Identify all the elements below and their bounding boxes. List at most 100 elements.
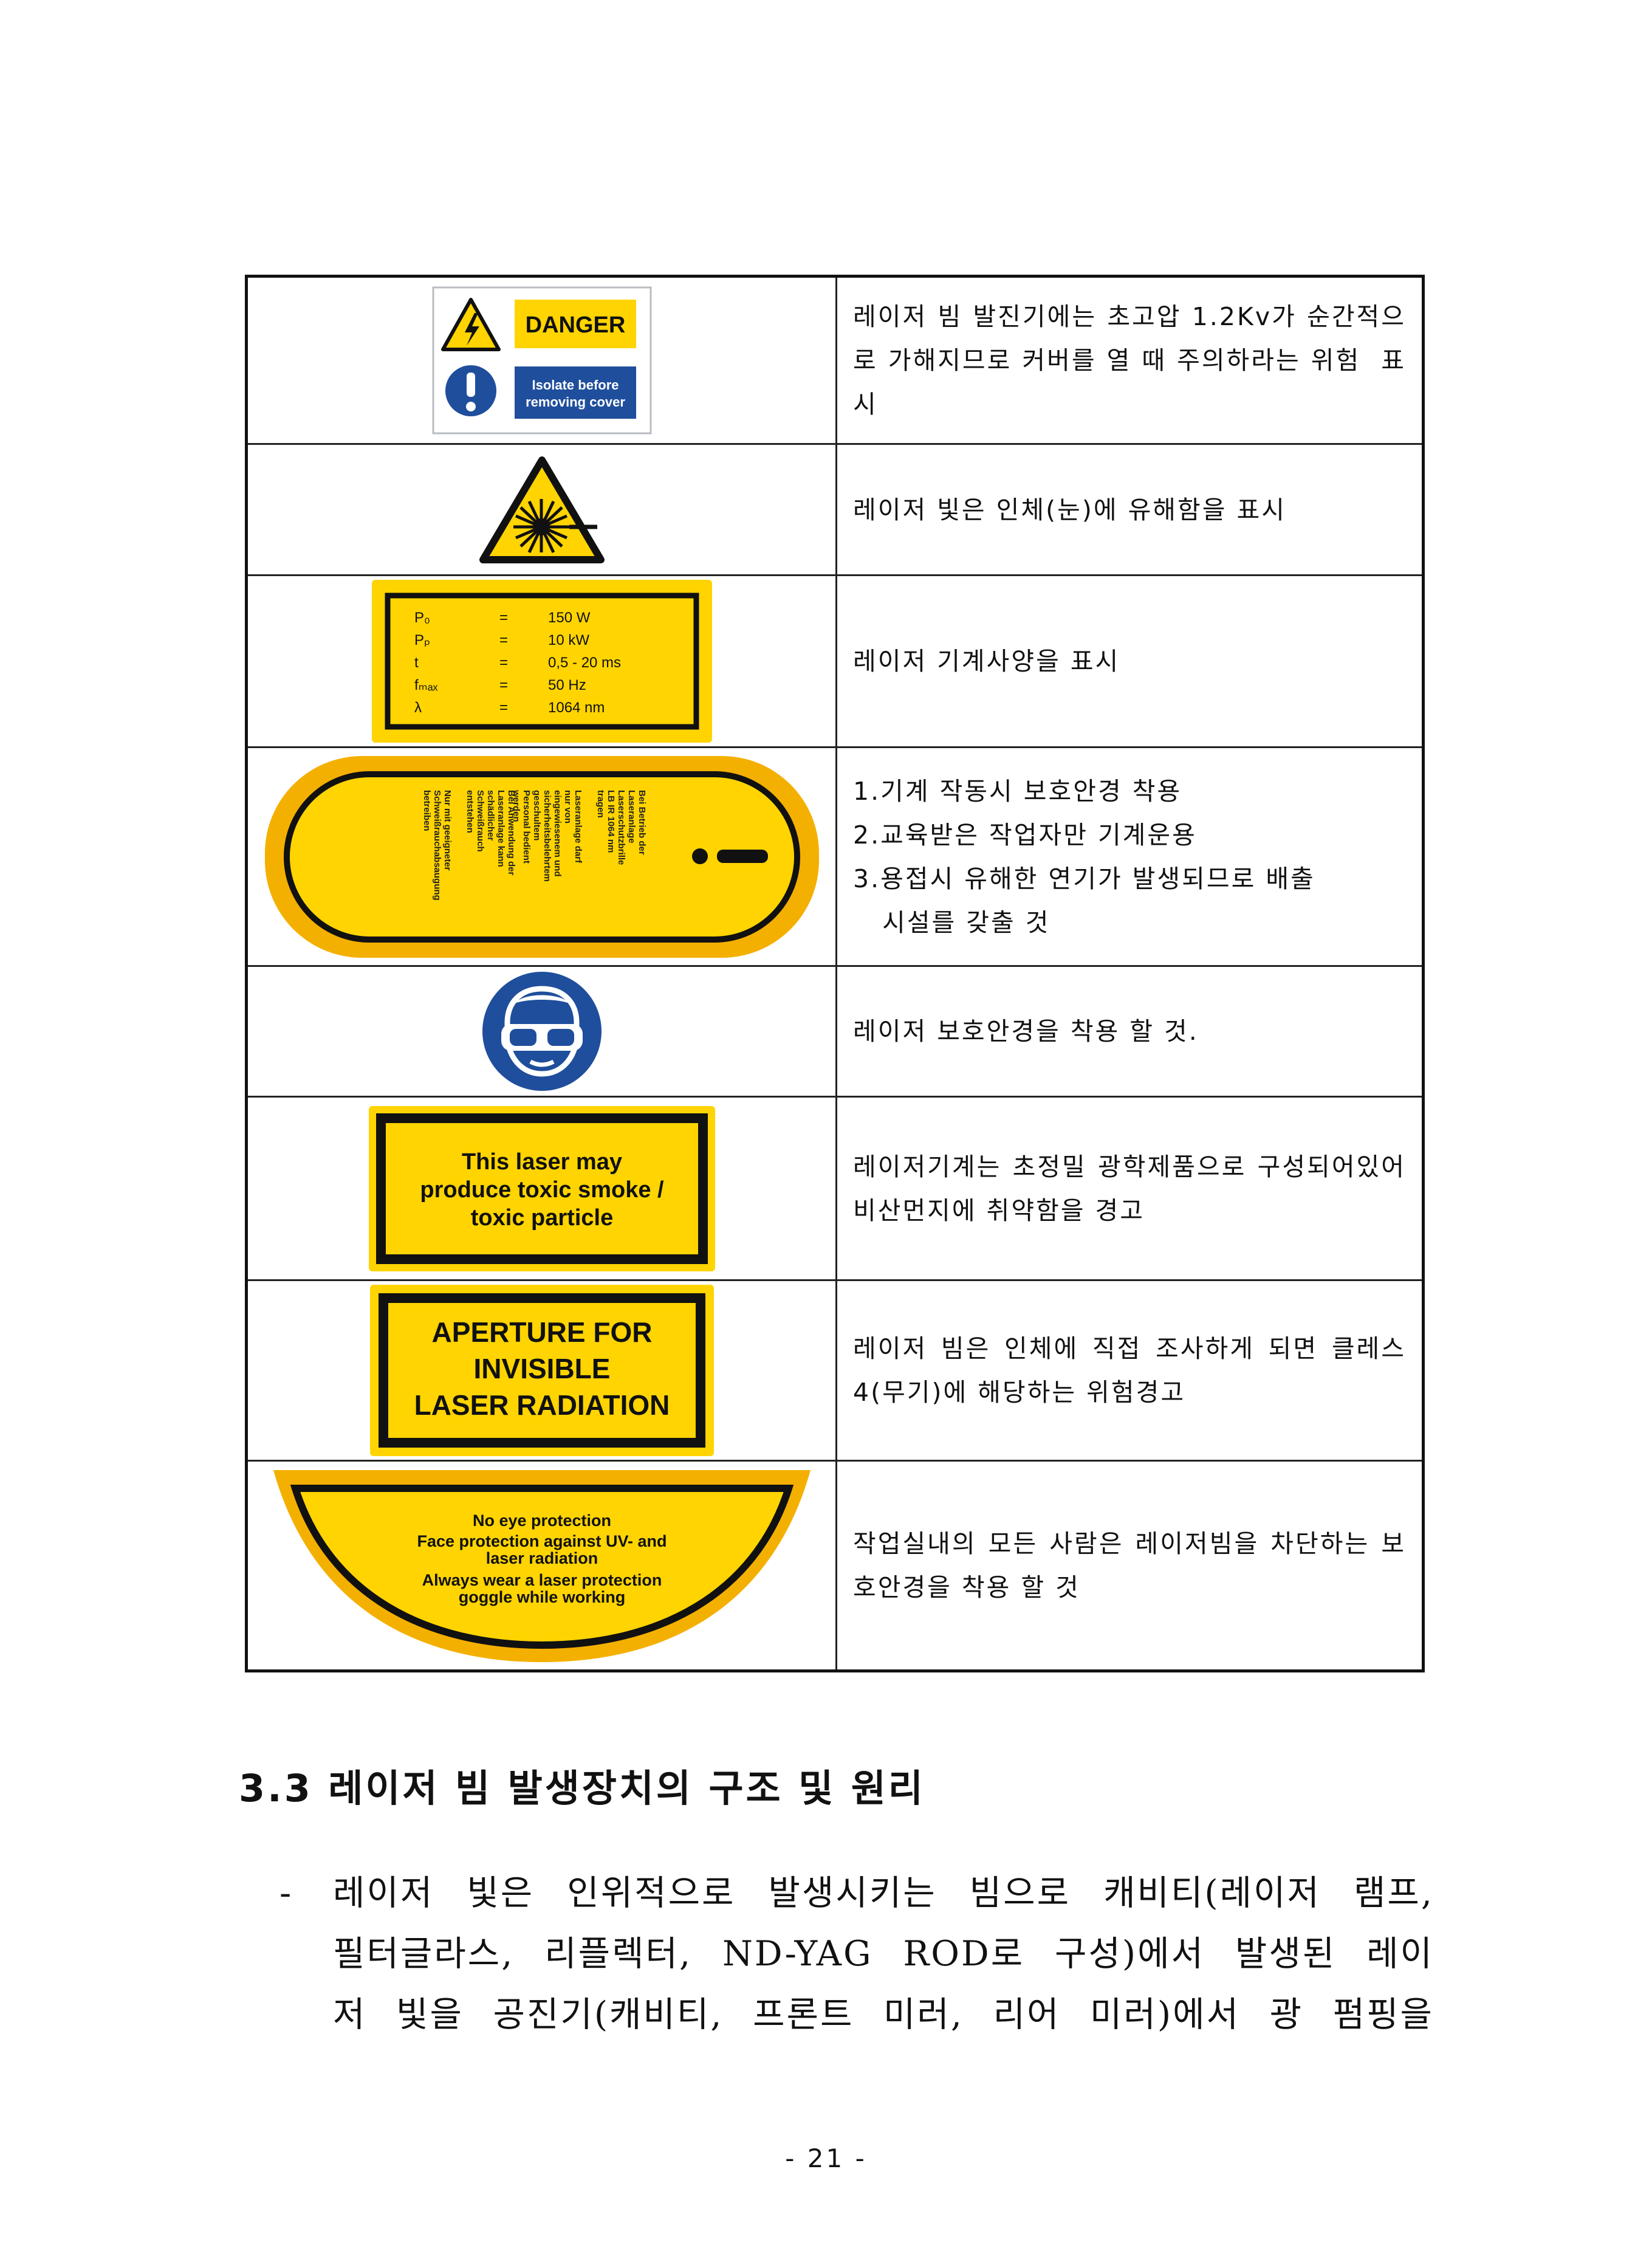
german-label-line: Laseranlage kann: [496, 790, 506, 867]
toxic-line-1: This laser may: [461, 1149, 622, 1175]
sign-description-line: 3.용접시 유해한 연기가 발생되므로 배출: [853, 864, 1315, 893]
eye-line-3: laser radiation: [485, 1549, 598, 1567]
sign-description-cell: 레이저 빔은 인체에 직접 조사하게 되면 클레스 4(무기)에 해당하는 위험…: [835, 1279, 1425, 1462]
section-heading: 3.3 레이저 빔 발생장치의 구조 및 원리: [239, 1766, 925, 1810]
sign-image-cell: DANGER Isolate before removing cover: [245, 275, 837, 445]
sign-description-line: 시설를 갖출 것: [853, 907, 1050, 937]
german-label-line: schädlicher: [485, 790, 496, 841]
sign-image-cell: No eye protection Face protection agains…: [245, 1460, 837, 1672]
eye-line-5: goggle while working: [458, 1588, 625, 1606]
sign-image-cell: [245, 443, 837, 576]
toxic-line-2: produce toxic smoke /: [420, 1177, 664, 1203]
spec-equals: =: [499, 655, 508, 671]
german-label-line: Laseranlage: [626, 790, 637, 844]
eye-line-1: No eye protection: [472, 1511, 611, 1530]
exclamation-icon: [691, 848, 768, 864]
spec-equals: =: [499, 699, 508, 716]
toxic-smoke-sign: This laser may produce toxic smoke / tox…: [368, 1105, 715, 1271]
sign-row-goggles: 레이저 보호안경을 착용 할 것.: [245, 965, 1425, 1098]
german-label-line: Nur mit geeigneter: [442, 790, 453, 871]
german-label-line: Laserschutzbrille: [616, 790, 626, 865]
aperture-line-1: APERTURE FOR: [431, 1316, 652, 1348]
sign-row-laser-warning: 레이저 빛은 인체(눈)에 유해함을 표시: [245, 443, 1425, 576]
german-label-line: Bei Betrieb der: [637, 790, 647, 855]
sign-description: 작업실내의 모든 사람은 레이저빔을 차단하는 보호안경을 착용 할 것: [853, 1529, 1406, 1602]
eye-protection-sign: No eye protection Face protection agains…: [273, 1470, 811, 1662]
aperture-sign: APERTURE FOR INVISIBLE LASER RADIATION: [369, 1285, 714, 1456]
german-text-columns: Bei Betrieb derLaseranlageLaserschutzbri…: [422, 789, 647, 901]
spec-equals: =: [499, 632, 508, 648]
sign-image-cell: APERTURE FOR INVISIBLE LASER RADIATION: [245, 1279, 837, 1462]
paragraph-line: 필터글라스, 리플렉터, ND-YAG ROD로 구성)에서 발생된 레이: [333, 1934, 1434, 1974]
danger-isolate-sign: DANGER Isolate before removing cover: [432, 286, 651, 435]
spec-symbol: Pₚ: [414, 632, 430, 648]
body-paragraph: - 레이저 빛은 인위적으로 발생시키는 빔으로 캐비티(레이저 램프, 필터글…: [279, 1863, 1434, 2045]
sign-description: 레이저 빛은 인체(눈)에 유해함을 표시: [853, 495, 1286, 524]
sign-row-eye-protection: No eye protection Face protection agains…: [245, 1460, 1425, 1672]
sign-description-cell: 작업실내의 모든 사람은 레이저빔을 차단하는 보호안경을 착용 할 것: [835, 1460, 1425, 1672]
spec-symbol: P₀: [414, 610, 430, 626]
page-number: - 21 -: [785, 2143, 867, 2173]
sign-image-cell: This laser may produce toxic smoke / tox…: [245, 1096, 837, 1281]
paragraph-line: 저 빛을 공진기(캐비티, 프론트 미러, 리어 미러)에서 광 펌핑을: [333, 1995, 1434, 2035]
spec-symbol: λ: [414, 699, 422, 716]
sign-description-cell: 레이저 보호안경을 착용 할 것.: [835, 965, 1425, 1098]
spec-equals: =: [499, 677, 508, 693]
sign-image-cell: [245, 965, 837, 1098]
safety-goggles-icon: [501, 986, 583, 1077]
sign-description-cell: 레이저 기계사양을 표시: [835, 574, 1425, 748]
german-label-line: Personal bedient: [521, 790, 532, 864]
sign-description: 레이저 빔은 인체에 직접 조사하게 되면 클레스 4(무기)에 해당하는 위험…: [853, 1334, 1416, 1407]
spec-equals: =: [499, 610, 508, 626]
list-dash: -: [279, 1873, 293, 1913]
eye-line-2: Face protection against UV- and: [417, 1532, 667, 1550]
paragraph-line: 레이저 빛은 인위적으로 발생시키는 빔으로 캐비티(레이저 램프,: [333, 1873, 1434, 1913]
spec-value: 1064 nm: [548, 699, 605, 716]
sign-description: 레이저 빔 발진기에는 초고압 1.2Kv가 순간적으로 가해지므로 커버를 열…: [853, 302, 1406, 419]
danger-line-1: Isolate before: [532, 377, 619, 393]
german-label-line: Laseranlage darf: [573, 790, 583, 864]
sign-description-cell: 1.기계 작동시 보호안경 착용 2.교육받은 작업자만 기계운용 3.용접시 …: [835, 746, 1425, 967]
german-label-line: werden: [511, 789, 521, 822]
spec-value: 50 Hz: [548, 677, 586, 693]
safety-signs-table: DANGER Isolate before removing cover 레이저…: [245, 275, 1425, 1672]
german-label-line: Schweißrauch: [475, 790, 485, 852]
goggles-mandatory-sign: [482, 972, 602, 1091]
sign-description: 레이저기계는 초정밀 광학제품으로 구성되어있어 비산먼지에 취약함을 경고: [853, 1152, 1416, 1225]
german-label-line: sicherheitsbelehrtem: [542, 790, 552, 882]
sign-description-cell: 레이저 빛은 인체(눈)에 유해함을 표시: [835, 443, 1425, 576]
german-label-line: LB IR 1064 nm: [606, 790, 616, 853]
spec-symbol: t: [414, 655, 419, 671]
german-label-line: entstehen: [465, 790, 475, 833]
sign-description-line: 2.교육받은 작업자만 기계운용: [853, 820, 1197, 850]
toxic-line-3: toxic particle: [470, 1205, 612, 1231]
german-label-line: Schweißrauchabsaugung: [432, 790, 442, 901]
mandatory-exclamation-icon: [445, 365, 496, 416]
danger-line-2: removing cover: [526, 394, 625, 410]
sign-description: 레이저 보호안경을 착용 할 것.: [853, 1017, 1199, 1046]
sign-description-line: 1.기계 작동시 보호안경 착용: [853, 776, 1182, 806]
aperture-line-3: LASER RADIATION: [414, 1389, 670, 1421]
spec-value: 10 kW: [548, 632, 589, 648]
german-label-line: geschultem: [532, 790, 542, 840]
sign-description: 레이저 기계사양을 표시: [853, 647, 1120, 676]
laser-warning-sign: [479, 456, 605, 563]
sign-description-cell: 레이저기계는 초정밀 광학제품으로 구성되어있어 비산먼지에 취약함을 경고: [835, 1096, 1425, 1281]
danger-title: DANGER: [525, 312, 625, 338]
german-label-line: nur von: [563, 790, 573, 823]
sign-row-aperture: APERTURE FOR INVISIBLE LASER RADIATION 레…: [245, 1279, 1425, 1462]
spec-value: 0,5 - 20 ms: [548, 655, 621, 671]
eye-line-4: Always wear a laser protection: [422, 1571, 662, 1589]
sign-row-toxic-smoke: This laser may produce toxic smoke / tox…: [245, 1096, 1425, 1281]
german-label-line: Bei Anwendung der: [506, 790, 516, 875]
sign-description-cell: 레이저 빔 발진기에는 초고압 1.2Kv가 순간적으로 가해지므로 커버를 열…: [835, 275, 1425, 445]
german-label-line: betreiben: [422, 790, 432, 831]
german-laser-label-sign: Bei Betrieb derLaseranlageLaserschutzbri…: [264, 755, 819, 958]
spec-value: 150 W: [548, 610, 591, 626]
